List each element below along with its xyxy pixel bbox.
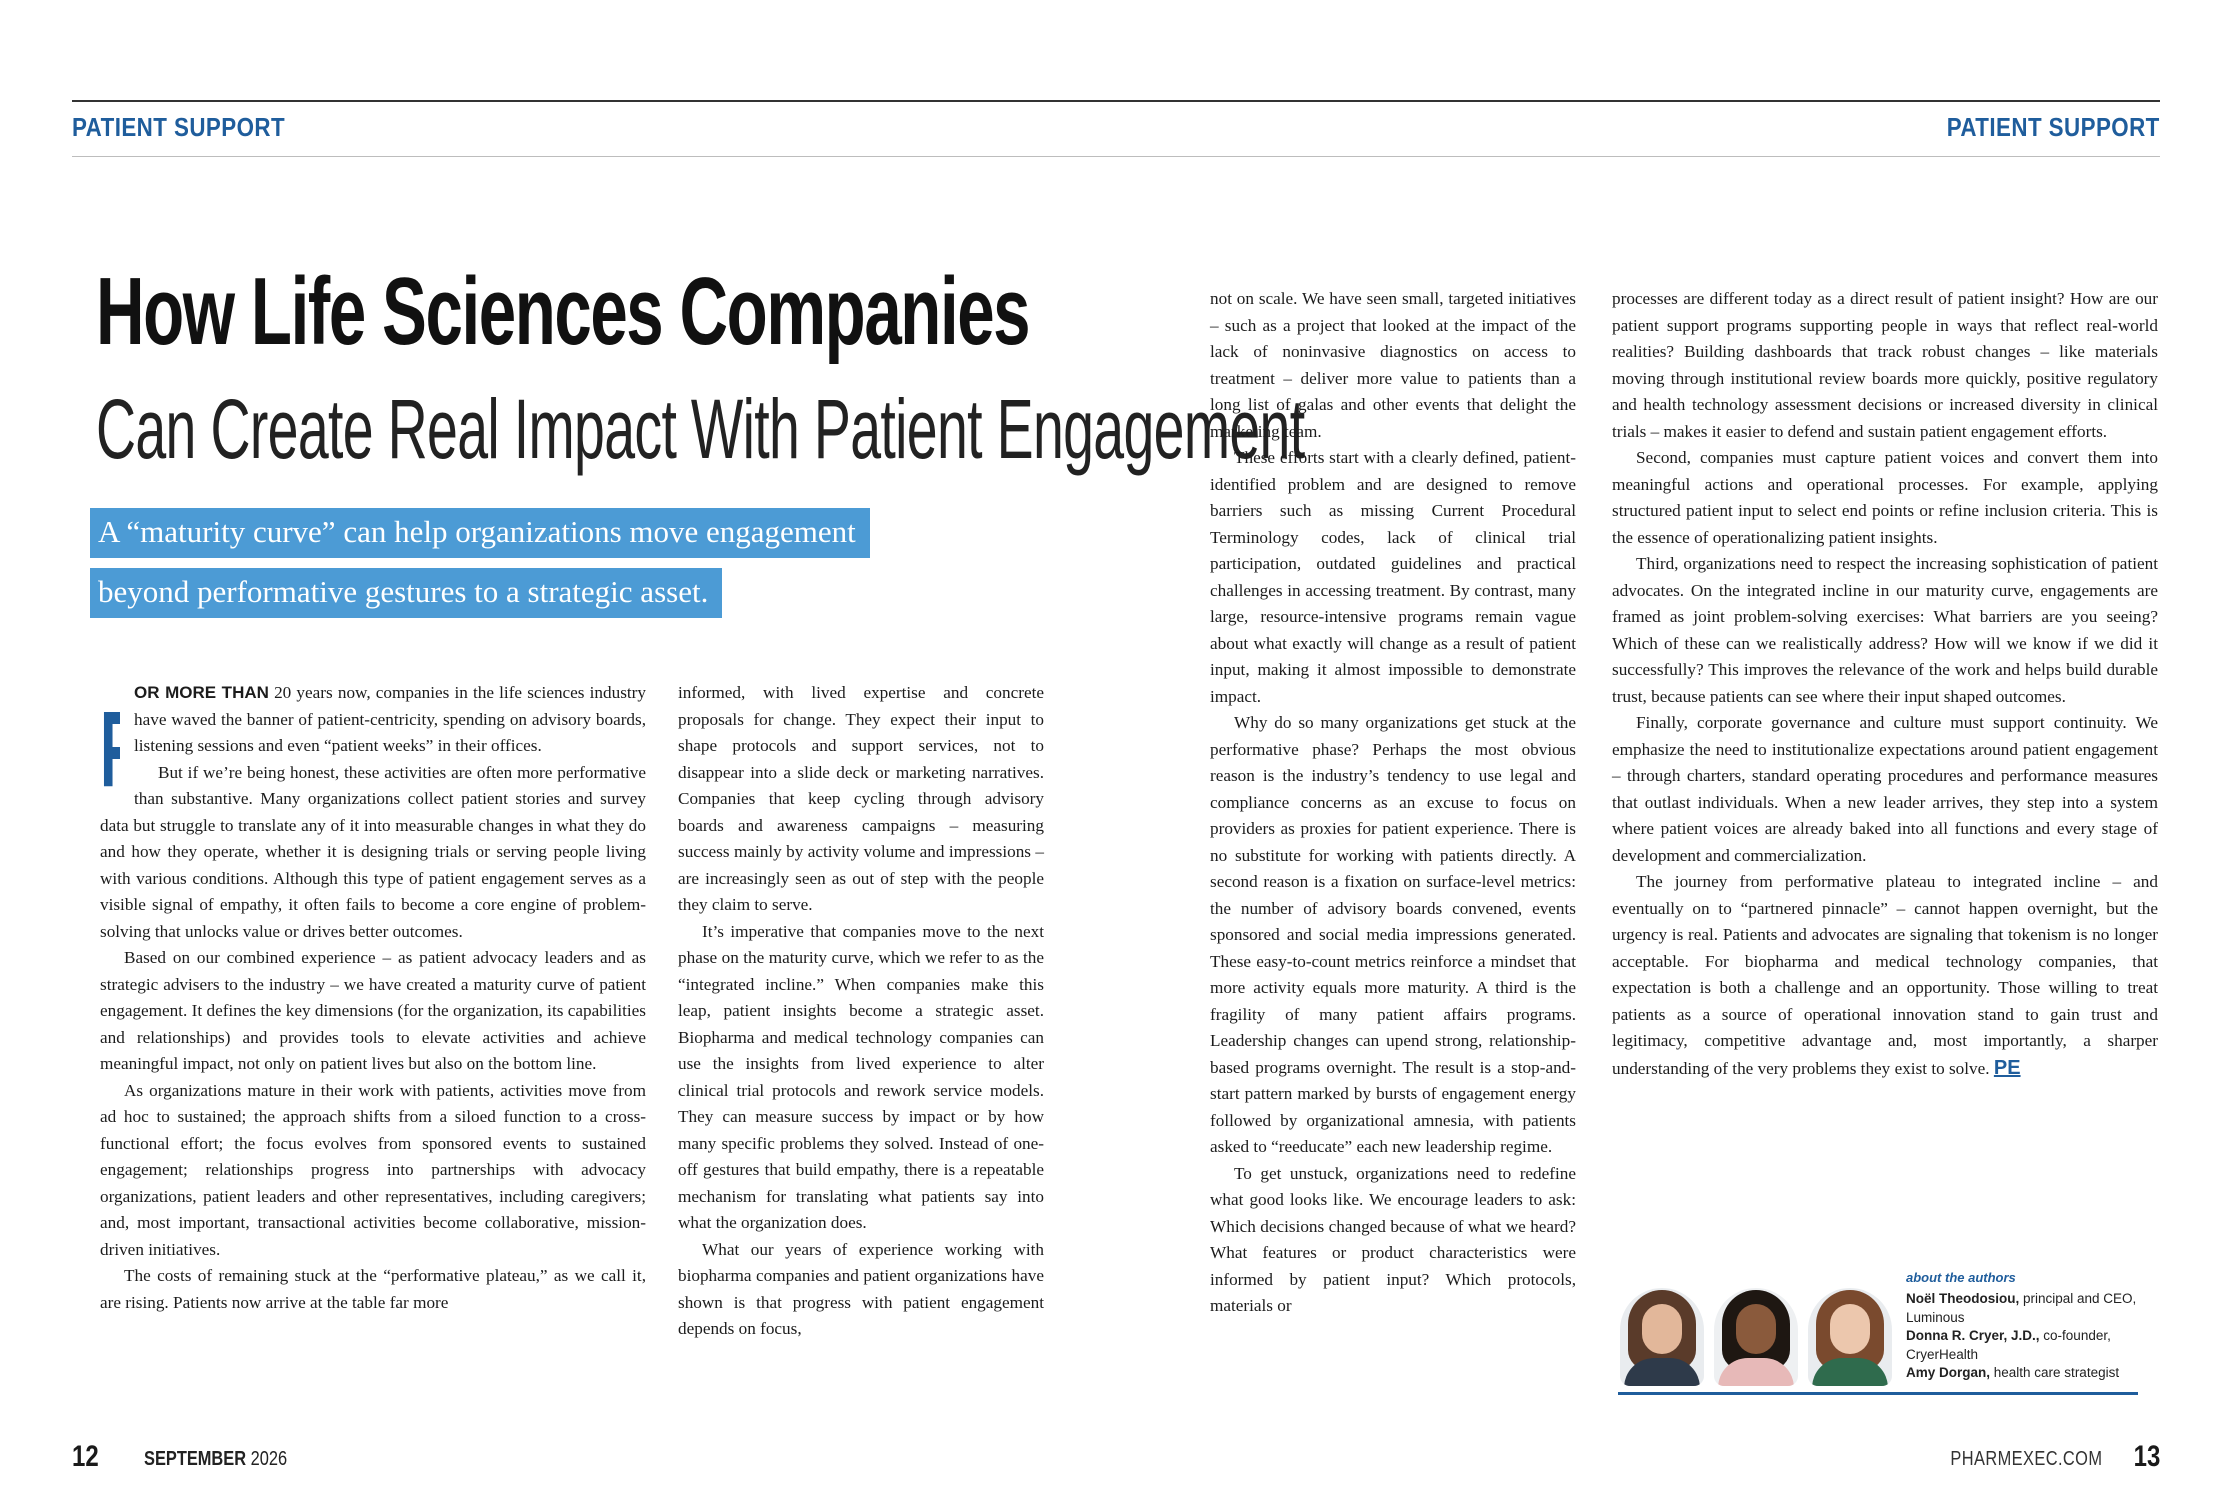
author-entry: Donna R. Cryer, J.D., co-founder, CryerH…: [1906, 1328, 2111, 1362]
authors-rule: [1618, 1392, 2138, 1395]
last-paragraph: The journey from performative plateau to…: [1612, 872, 2158, 1079]
paragraph: As organizations mature in their work wi…: [100, 1080, 646, 1259]
page-number-left: 12: [72, 1440, 99, 1473]
paragraph: Third, organizations need to respect the…: [1612, 554, 2158, 706]
about-the-authors: about the authors Noël Theodosiou, princ…: [1610, 1270, 2140, 1402]
body-column-1: F OR MORE THAN 20 years now, companies in…: [100, 680, 646, 1316]
paragraph: What our years of experience working wit…: [678, 1239, 1044, 1339]
lead-caps: OR MORE THAN: [134, 683, 269, 702]
article-deck: A “maturity curve” can help organization…: [90, 508, 990, 628]
body-column-3: not on scale. We have seen small, target…: [1210, 286, 1576, 1320]
authors-list: Noël Theodosiou, principal and CEO, Lumi…: [1906, 1290, 2146, 1383]
lead-paragraph: F OR MORE THAN 20 years now, companies in…: [100, 680, 646, 809]
article-title: How Life Sciences Companies: [96, 258, 1031, 365]
lead-text: 20 years now, companies in the life scie…: [134, 683, 646, 755]
paragraph: Finally, corporate governance and cultur…: [1612, 713, 2158, 865]
drop-cap: F: [100, 686, 120, 812]
section-label-left: PATIENT SUPPORT: [72, 112, 286, 142]
body-column-4: processes are different today as a direc…: [1612, 286, 2158, 1082]
paragraph: Based on our combined experience – as pa…: [100, 948, 646, 1073]
author-entry: Noël Theodosiou, principal and CEO, Lumi…: [1906, 1291, 2137, 1325]
top-rule: [72, 100, 2160, 102]
paragraph: not on scale. We have seen small, target…: [1210, 289, 1576, 441]
header-rule: [72, 156, 2160, 157]
paragraph: The costs of remaining stuck at the “per…: [100, 1266, 646, 1312]
body-column-2: informed, with lived expertise and concr…: [678, 680, 1044, 1343]
deck-line-2: beyond performative gestures to a strate…: [90, 568, 723, 618]
paragraph: processes are different today as a direc…: [1612, 289, 2158, 441]
site-name: PHARMEXEC.COM: [1949, 1448, 2102, 1470]
end-mark: PE: [1993, 1056, 2021, 1079]
author-photo: [1714, 1288, 1798, 1386]
paragraph: It’s imperative that companies move to t…: [678, 921, 1044, 1233]
paragraph: informed, with lived expertise and concr…: [678, 683, 1044, 914]
section-label-right: PATIENT SUPPORT: [1946, 112, 2160, 142]
paragraph: Second, companies must capture patient v…: [1612, 448, 2158, 547]
article-subtitle: Can Create Real Impact With Patient Enga…: [96, 382, 1305, 476]
issue-date: SEPTEMBER 2026: [144, 1448, 288, 1470]
paragraph: To get unstuck, organizations need to re…: [1210, 1163, 1576, 1316]
deck-line-1: A “maturity curve” can help organization…: [90, 508, 870, 558]
author-photo: [1808, 1288, 1892, 1386]
author-photo: [1620, 1288, 1704, 1386]
paragraph: These efforts start with a clearly defin…: [1210, 448, 1576, 706]
paragraph: Why do so many organizations get stuck a…: [1210, 713, 1576, 1156]
page-number-right: 13: [2133, 1440, 2160, 1473]
authors-heading: about the authors: [1906, 1270, 2016, 1285]
author-entry: Amy Dorgan, health care strategist: [1906, 1365, 2120, 1380]
paragraph: But if we’re being honest, these activit…: [100, 762, 646, 941]
